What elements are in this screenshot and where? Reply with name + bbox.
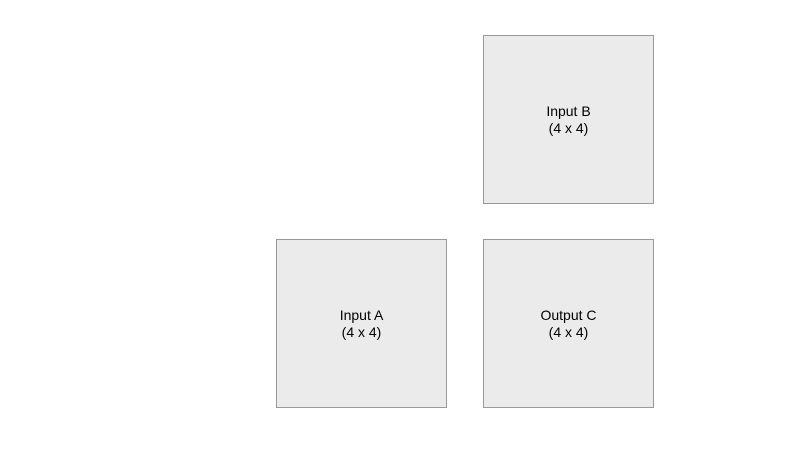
node-input-a-dimensions: (4 x 4): [341, 323, 382, 340]
node-input-b-label: Input B: [546, 102, 591, 119]
node-input-b: Input B (4 x 4): [483, 35, 654, 204]
node-input-b-dimensions: (4 x 4): [548, 119, 589, 136]
node-output-c-dimensions: (4 x 4): [548, 323, 589, 340]
node-output-c: Output C (4 x 4): [483, 239, 654, 408]
node-output-c-label: Output C: [540, 306, 597, 323]
node-input-a: Input A (4 x 4): [276, 239, 447, 408]
node-input-a-label: Input A: [339, 306, 384, 323]
